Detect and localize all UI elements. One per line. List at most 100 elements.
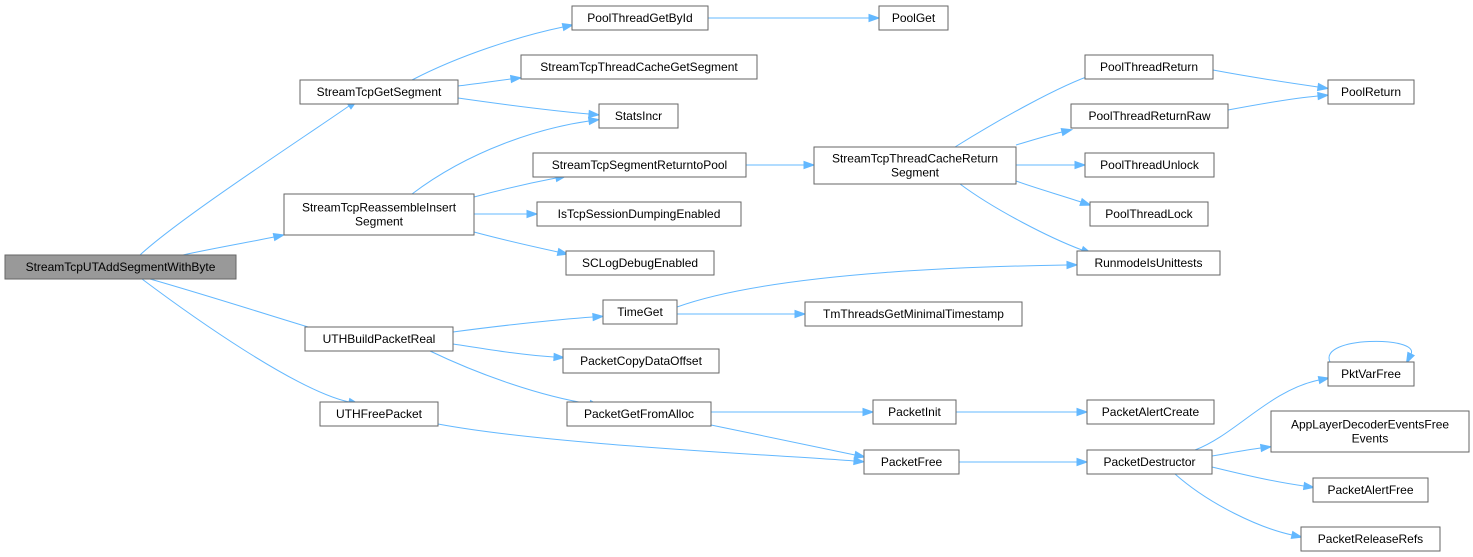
arrowhead-icon: [509, 74, 523, 84]
node-ptunlock[interactable]: PoolThreadUnlock: [1084, 152, 1215, 178]
edge-uthbuild-to-pcopy: [452, 343, 566, 362]
node-sclog[interactable]: SCLogDebugEnabled: [565, 250, 715, 276]
arrowhead-icon: [587, 116, 601, 126]
node-istcp[interactable]: IsTcpSessionDumpingEnabled: [536, 201, 742, 227]
node-box: [1084, 152, 1215, 178]
node-poolgetbyid[interactable]: PoolThreadGetById: [571, 5, 709, 31]
edge-line: [1015, 131, 1063, 146]
node-palertfree[interactable]: PacketAlertFree: [1312, 477, 1429, 503]
node-uthfree[interactable]: UTHFreePacket: [319, 401, 439, 427]
node-box: [863, 449, 960, 475]
edge-pdestr-to-prelease: [1174, 473, 1304, 540]
edge-line: [411, 26, 564, 81]
edge-getseg-to-cacheget: [457, 74, 523, 87]
edge-line: [1227, 95, 1319, 111]
node-label: PacketAlertCreate: [1102, 405, 1200, 419]
node-uthbuild[interactable]: UTHBuildPacketReal: [304, 326, 454, 352]
edge-uthfree-to-pfree: [437, 423, 866, 466]
node-box: [1312, 477, 1429, 503]
node-box: [536, 201, 742, 227]
node-box: [304, 326, 454, 352]
edge-line: [1194, 379, 1320, 451]
node-label: IsTcpSessionDumpingEnabled: [558, 207, 721, 221]
node-poolget[interactable]: PoolGet: [878, 5, 949, 31]
edge-pdestr-to-palertfree: [1211, 466, 1316, 491]
node-label: StreamTcpReassembleInsert: [302, 201, 457, 215]
node-box: [878, 5, 949, 31]
node-box: [1070, 103, 1229, 129]
node-cacheget[interactable]: StreamTcpThreadCacheGetSegment: [520, 54, 758, 80]
arrowhead-icon: [272, 232, 286, 242]
edge-getseg-to-statsincr: [457, 97, 601, 119]
node-pinit[interactable]: PacketInit: [872, 399, 957, 425]
edge-line: [452, 343, 555, 358]
edge-cacheret-to-ptlock: [1015, 180, 1092, 206]
edge-reasm-to-sclog: [473, 231, 570, 257]
arrowhead-icon: [1066, 260, 1079, 270]
node-label: PacketCopyDataOffset: [580, 354, 703, 368]
node-palertcreate[interactable]: PacketAlertCreate: [1086, 399, 1215, 425]
arrowhead-icon: [1074, 160, 1087, 170]
node-label: PacketInit: [888, 405, 941, 419]
node-box: [1086, 399, 1215, 425]
node-label: StatsIncr: [615, 109, 662, 123]
node-box: [532, 152, 747, 178]
node-pcopy[interactable]: PacketCopyDataOffset: [562, 348, 720, 374]
edge-line: [1211, 466, 1305, 487]
edge-pktvar-to-pktvar: [1328, 340, 1415, 365]
node-label: PoolThreadGetById: [587, 11, 692, 25]
edge-line: [1328, 340, 1412, 363]
node-label: PoolThreadLock: [1105, 207, 1193, 221]
node-ptlock[interactable]: PoolThreadLock: [1089, 201, 1209, 227]
edge-ptret-to-poolreturn: [1212, 69, 1330, 92]
arrowhead-icon: [592, 312, 605, 322]
node-label: AppLayerDecoderEventsFree: [1291, 418, 1449, 432]
node-ptret[interactable]: PoolThreadReturn: [1084, 54, 1214, 80]
node-box: [602, 299, 678, 325]
edge-reasm-to-istcp: [474, 209, 539, 219]
node-ptretraw[interactable]: PoolThreadReturnRaw: [1070, 103, 1229, 129]
node-box: [1089, 201, 1209, 227]
edge-line: [139, 105, 350, 256]
node-box: [598, 103, 679, 129]
node-getseg[interactable]: StreamTcpGetSegment: [299, 79, 459, 105]
node-box: [571, 5, 709, 31]
edge-line: [141, 278, 350, 403]
node-box: [804, 301, 1023, 327]
edge-line: [429, 350, 591, 405]
node-runmode[interactable]: RunmodeIsUnittests: [1076, 250, 1221, 276]
edge-cacheret-to-ptretraw: [1015, 128, 1074, 146]
node-label: PoolThreadReturnRaw: [1088, 109, 1210, 123]
arrowhead-icon: [1316, 82, 1330, 92]
edge-pdestr-to-applayer: [1211, 443, 1273, 457]
arrowhead-icon: [803, 160, 816, 170]
edge-line: [959, 183, 1083, 251]
node-box: [566, 401, 712, 427]
edge-line: [676, 264, 1068, 308]
node-root[interactable]: StreamTcpUTAddSegmentWithByte: [4, 254, 237, 280]
node-label: StreamTcpThreadCacheReturn: [832, 152, 998, 166]
arrowhead-icon: [853, 456, 866, 466]
node-label: UTHBuildPacketReal: [323, 332, 436, 346]
edge-line: [1211, 447, 1262, 457]
node-statsincr[interactable]: StatsIncr: [598, 103, 679, 129]
edge-pdestr-to-pktvar: [1194, 375, 1331, 451]
node-poolreturn[interactable]: PoolReturn: [1327, 79, 1415, 105]
node-box: [1086, 449, 1213, 475]
node-pfree[interactable]: PacketFree: [863, 449, 960, 475]
edge-line: [411, 120, 590, 195]
node-tmthreads[interactable]: TmThreadsGetMinimalTimestamp: [804, 301, 1023, 327]
node-segret[interactable]: StreamTcpSegmentReturntoPool: [532, 152, 747, 178]
node-pgfa[interactable]: PacketGetFromAlloc: [566, 401, 712, 427]
node-prelease[interactable]: PacketReleaseRefs: [1300, 526, 1441, 552]
edge-line: [1015, 180, 1082, 203]
node-box: [1327, 79, 1415, 105]
node-pdestr[interactable]: PacketDestructor: [1086, 449, 1213, 475]
edge-pinit-to-palertcreate: [956, 407, 1089, 417]
node-pktvar[interactable]: PktVarFree: [1327, 361, 1415, 387]
node-timeget[interactable]: TimeGet: [602, 299, 678, 325]
